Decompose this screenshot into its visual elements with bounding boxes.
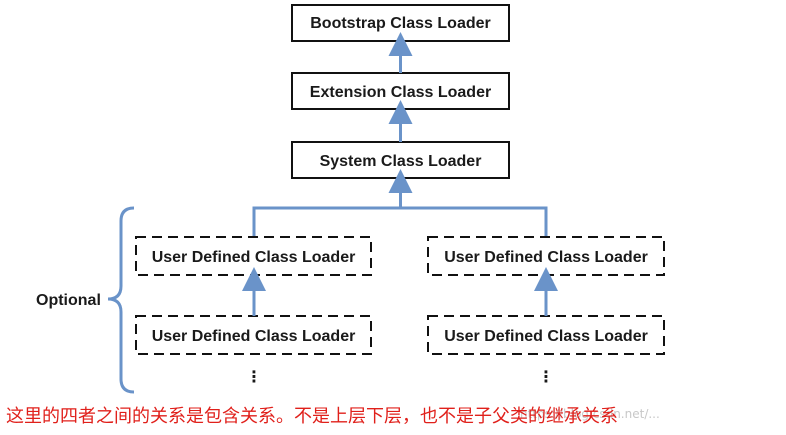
caption: 这里的四者之间的关系是包含关系。不是上层下层，也不是子父类的继承关系: [6, 406, 618, 427]
extension-class-loader-node: Extension Class Loader: [291, 72, 510, 110]
bootstrap-class-loader-node: Bootstrap Class Loader: [291, 4, 510, 42]
ellipsis-right: ⋮: [538, 369, 554, 386]
user-defined-class-loader-left-bottom-label: User Defined Class Loader: [152, 328, 356, 345]
system-class-loader-node: System Class Loader: [291, 141, 510, 179]
branch-connector: [252, 206, 548, 237]
ellipsis-left: ⋮: [246, 369, 262, 386]
watermark: https://blog.csdn.net/...: [520, 407, 660, 421]
system-class-loader-label: System Class Loader: [320, 153, 482, 170]
user-defined-class-loader-left-top-label: User Defined Class Loader: [152, 249, 356, 266]
user-defined-class-loader-right-bottom-label: User Defined Class Loader: [444, 328, 648, 345]
optional-brace: [107, 206, 135, 394]
bootstrap-class-loader-label: Bootstrap Class Loader: [310, 15, 490, 32]
user-defined-class-loader-left-bottom-node: User Defined Class Loader: [135, 315, 372, 355]
user-defined-class-loader-right-top-node: User Defined Class Loader: [427, 236, 665, 276]
user-defined-class-loader-right-top-label: User Defined Class Loader: [444, 249, 648, 266]
optional-label: Optional: [36, 292, 101, 309]
user-defined-class-loader-right-bottom-node: User Defined Class Loader: [427, 315, 665, 355]
user-defined-class-loader-left-top-node: User Defined Class Loader: [135, 236, 372, 276]
extension-class-loader-label: Extension Class Loader: [310, 84, 491, 101]
